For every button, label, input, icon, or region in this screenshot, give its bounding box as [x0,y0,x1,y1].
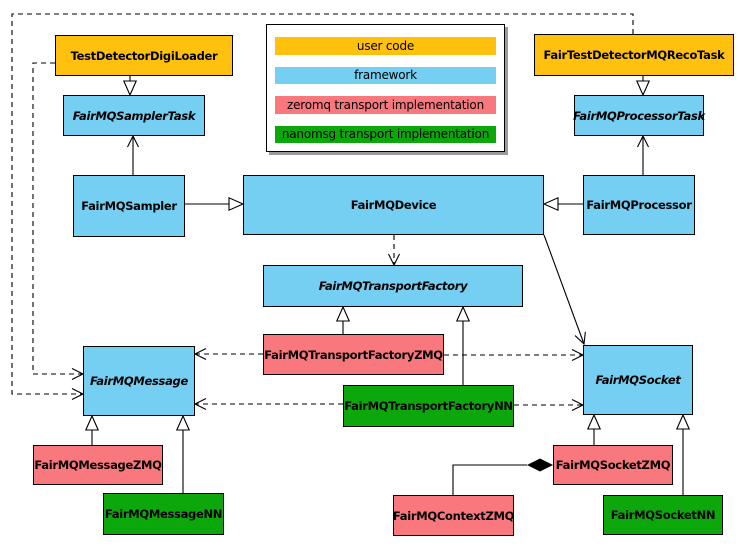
legend-item-user-code: user code [275,37,496,55]
class-box-fairmqsocketnn: FairMQSocketNN [603,495,723,535]
edge-digiloader-message-dependency [32,62,85,380]
class-box-fairmqtransportfactorynn: FairMQTransportFactoryNN [343,385,514,427]
legend: user code framework zeromq transport imp… [266,24,505,152]
class-box-fairmqmessagenn: FairMQMessageNN [103,493,224,535]
legend-item-zeromq: zeromq transport implementation [275,96,496,114]
class-box-fairmqsampler: FairMQSampler [73,175,185,237]
class-box-fairmqtransportfactoryzmq: FairMQTransportFactoryZMQ [263,334,444,375]
class-box-fairmqtransportfactory: FairMQTransportFactory [263,265,523,307]
class-box-fairmqsamplertask: FairMQSamplerTask [63,95,205,136]
class-box-fairmqprocessortask: FairMQProcessorTask [573,95,705,136]
edge-socketzmq-contextzmq-composition [452,464,527,495]
class-box-fairmqprocessor: FairMQProcessor [583,175,695,235]
class-box-fairmqmessagezmq: FairMQMessageZMQ [33,445,163,485]
composition-diamond-icon [527,458,553,472]
class-box-fairtestdetectormqrecotask: FairTestDetectorMQRecoTask [534,34,734,76]
edge-device-socket-association [543,234,586,346]
class-box-fairmqcontextzmq: FairMQContextZMQ [393,495,514,536]
class-box-fairmqmessage: FairMQMessage [83,346,195,416]
edge-recotask-message-dependency [11,13,634,400]
class-box-fairmqsocketzmq: FairMQSocketZMQ [553,445,673,485]
class-box-fairmqdevice: FairMQDevice [243,175,544,235]
class-box-testdetectordigiloader: TestDetectorDigiLoader [55,35,233,76]
legend-item-framework: framework [275,66,496,84]
class-box-fairmqsocket: FairMQSocket [583,345,693,415]
legend-item-nanomsg: nanomsg transport implementation [275,125,496,143]
